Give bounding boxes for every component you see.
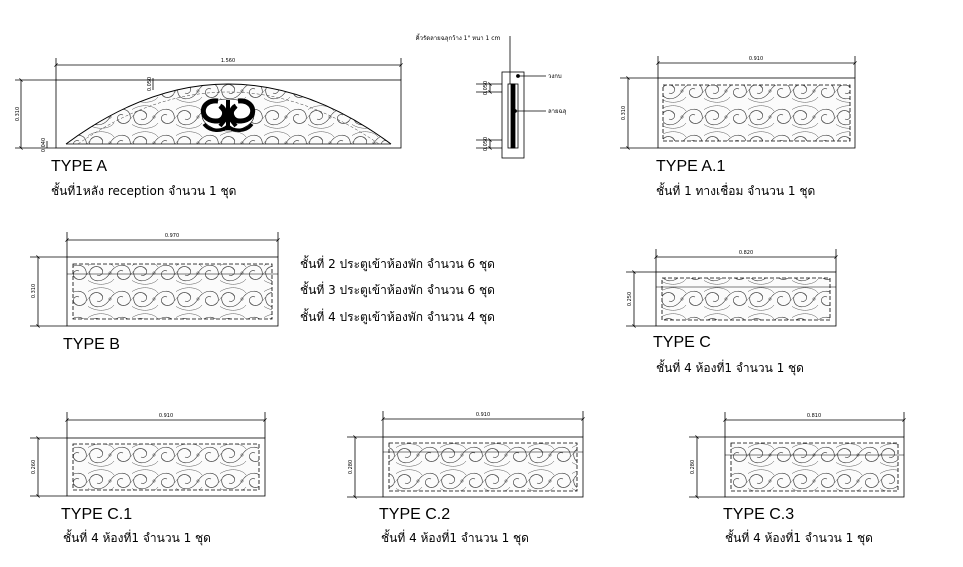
type-c-title: TYPE C [653, 334, 711, 351]
dim-b-height: 0.310 [31, 284, 37, 298]
dim-a1-width: 0.910 [749, 56, 763, 62]
dim-c3-width: 0.810 [807, 413, 821, 419]
type-c2-title: TYPE C.2 [379, 506, 451, 523]
dim-c3-height: 0.280 [690, 460, 696, 474]
type-a-title: TYPE A [51, 158, 108, 175]
type-c3-title: TYPE C.3 [723, 506, 795, 523]
dim-a-width: 1.560 [221, 58, 235, 64]
type-b-title: TYPE B [63, 336, 120, 353]
type-c1-title: TYPE C.1 [61, 506, 133, 523]
section-note: คิ้วรัดลายฉลุกว้าง 1" หนา 1 cm [416, 32, 501, 42]
type-a1-desc: ชั้นที่ 1 ทางเชื่อม จำนวน 1 ชุด [656, 184, 816, 198]
panel-type-c [626, 249, 838, 328]
type-c1-desc: ชั้นที่ 4 ห้องที่1 จำนวน 1 ชุด [63, 531, 211, 545]
dim-c-height: 0.250 [627, 292, 633, 306]
carving-label: ลายฉลุ [548, 108, 567, 115]
type-c2-desc: ชั้นที่ 4 ห้องที่1 จำนวน 1 ชุด [381, 531, 529, 545]
type-b-desc-line-1: ชั้นที่ 2 ประตูเข้าห้องพัก จำนวน 6 ชุด [300, 257, 495, 271]
dim-section-bottom: 0.050 [483, 137, 489, 151]
section-detail [476, 36, 546, 159]
dim-a1-height: 0.310 [621, 106, 627, 120]
type-a-desc: ชั้นที่1หลัง reception จำนวน 1 ชุด [51, 184, 237, 198]
type-c3-desc: ชั้นที่ 4 ห้องที่1 จำนวน 1 ชุด [725, 531, 873, 545]
dim-c1-width: 0.910 [159, 413, 173, 419]
dim-c-width: 0.820 [739, 250, 753, 256]
panel-type-b [30, 232, 280, 328]
dim-c1-height: 0.260 [31, 460, 37, 474]
type-b-desc-line-3: ชั้นที่ 4 ประตูเข้าห้องพัก จำนวน 4 ชุด [300, 310, 495, 324]
frame-label: วงกบ [548, 73, 562, 80]
dim-c2-height: 0.280 [348, 460, 354, 474]
panel-type-c2 [347, 411, 585, 499]
panel-type-a [15, 58, 403, 150]
type-c-desc: ชั้นที่ 4 ห้องที่1 จำนวน 1 ชุด [656, 361, 804, 375]
dim-a-crown: 0.050 [147, 77, 153, 91]
panel-type-c1 [30, 412, 267, 498]
dim-c2-width: 0.910 [476, 412, 490, 418]
dim-section-top: 0.050 [483, 81, 489, 95]
panel-type-c3 [689, 412, 906, 499]
panel-type-a1 [620, 56, 857, 150]
monogram-emblem [200, 98, 256, 132]
type-a1-title: TYPE A.1 [656, 158, 726, 175]
dim-b-width: 0.970 [165, 233, 179, 239]
type-b-desc-line-2: ชั้นที่ 3 ประตูเข้าห้องพัก จำนวน 6 ชุด [300, 283, 495, 297]
dim-a-base: 0.040 [41, 138, 47, 152]
dim-a-height: 0.310 [15, 107, 21, 121]
